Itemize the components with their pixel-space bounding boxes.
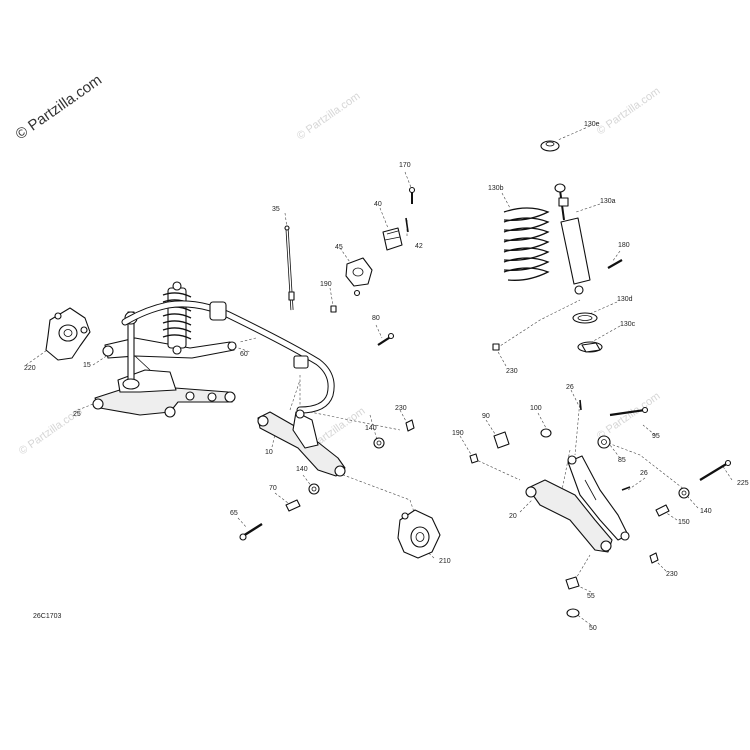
callout-26-lower: 26 bbox=[640, 470, 648, 477]
bushing-140-right bbox=[678, 487, 690, 499]
callout-210: 210 bbox=[439, 558, 451, 565]
callout-130d: 130d bbox=[617, 296, 633, 303]
bushing-85 bbox=[597, 435, 611, 449]
nut-190-right bbox=[469, 453, 479, 464]
bolt-95 bbox=[609, 406, 649, 417]
bolt-80 bbox=[377, 332, 395, 346]
callout-70: 70 bbox=[269, 485, 277, 492]
callout-95: 95 bbox=[652, 433, 660, 440]
coil-spring-130b bbox=[503, 207, 550, 281]
callout-25: 25 bbox=[73, 411, 81, 418]
callout-60: 60 bbox=[240, 351, 248, 358]
bushing-40 bbox=[382, 227, 403, 251]
callout-130b: 130b bbox=[488, 185, 504, 192]
callout-130a: 130a bbox=[600, 198, 616, 205]
callout-230-top: 230 bbox=[506, 368, 518, 375]
diagram-code: 26C1703 bbox=[33, 613, 62, 620]
sleeve-90 bbox=[493, 431, 510, 449]
callout-230-bottom: 230 bbox=[666, 571, 678, 578]
pin-26-lower bbox=[621, 486, 631, 491]
knuckle-210 bbox=[397, 509, 441, 559]
callout-180: 180 bbox=[618, 242, 630, 249]
nut-230-bottom bbox=[649, 552, 659, 564]
callout-10: 10 bbox=[265, 449, 273, 456]
nut-55 bbox=[565, 576, 580, 590]
bolt-180 bbox=[607, 259, 623, 269]
callout-130c: 130c bbox=[620, 321, 636, 328]
watermark-top-center: © Partzilla.com bbox=[295, 90, 363, 142]
bolt-225 bbox=[699, 459, 732, 481]
bolt-170 bbox=[408, 186, 416, 204]
pin-26-top bbox=[579, 399, 582, 411]
callout-45: 45 bbox=[335, 244, 343, 251]
callout-90: 90 bbox=[482, 413, 490, 420]
washer-100 bbox=[540, 428, 552, 438]
trailing-arm-10 bbox=[257, 409, 346, 477]
callout-26-top: 26 bbox=[566, 384, 574, 391]
bushing-140-lower bbox=[308, 483, 320, 495]
shock-130a bbox=[554, 183, 591, 295]
nut-230-top bbox=[492, 343, 500, 351]
callout-80: 80 bbox=[372, 315, 380, 322]
callout-85: 85 bbox=[618, 457, 626, 464]
callout-15: 15 bbox=[83, 362, 91, 369]
callout-225: 225 bbox=[737, 480, 749, 487]
callout-140-left: 140 bbox=[365, 425, 377, 432]
callout-40: 40 bbox=[374, 201, 382, 208]
callout-170: 170 bbox=[399, 162, 411, 169]
spring-seat-130c bbox=[577, 341, 603, 353]
nut-230-left bbox=[405, 419, 415, 432]
callout-labels: 170 35 40 42 45 190 80 60 220 15 25 10 2… bbox=[24, 121, 749, 632]
callout-50: 50 bbox=[589, 625, 597, 632]
callout-20: 20 bbox=[509, 513, 517, 520]
callout-130e: 130e bbox=[584, 121, 600, 128]
sway-bar-60 bbox=[121, 300, 335, 414]
washer-130e bbox=[540, 140, 560, 152]
callout-35: 35 bbox=[272, 206, 280, 213]
callout-65: 65 bbox=[230, 510, 238, 517]
callout-55: 55 bbox=[587, 593, 595, 600]
callout-42: 42 bbox=[415, 243, 423, 250]
trailing-arm-20 bbox=[525, 455, 630, 553]
pin-42 bbox=[405, 217, 409, 233]
callout-150: 150 bbox=[678, 519, 690, 526]
lower-arm-25 bbox=[92, 369, 236, 418]
callout-220: 220 bbox=[24, 365, 36, 372]
left-shock-spring bbox=[162, 281, 192, 355]
rod-35 bbox=[284, 225, 295, 311]
nut-190 bbox=[330, 305, 337, 313]
bracket-45 bbox=[345, 257, 373, 297]
bushing-140-left bbox=[373, 437, 385, 449]
ring-130d bbox=[572, 312, 598, 324]
callout-190-top: 190 bbox=[320, 281, 332, 288]
callout-230-left: 230 bbox=[395, 405, 407, 412]
sleeve-70 bbox=[285, 499, 301, 512]
watermark-main: © Partzilla.com bbox=[13, 71, 106, 143]
knuckle-left-220 bbox=[45, 307, 91, 361]
sleeve-150 bbox=[655, 504, 670, 517]
washer-50 bbox=[566, 608, 580, 618]
watermark-top-right: © Partzilla.com bbox=[595, 85, 663, 137]
callout-140-lower: 140 bbox=[296, 466, 308, 473]
callout-190-right: 190 bbox=[452, 430, 464, 437]
bolt-65 bbox=[239, 522, 263, 541]
callout-140-right: 140 bbox=[700, 508, 712, 515]
callout-100: 100 bbox=[530, 405, 542, 412]
